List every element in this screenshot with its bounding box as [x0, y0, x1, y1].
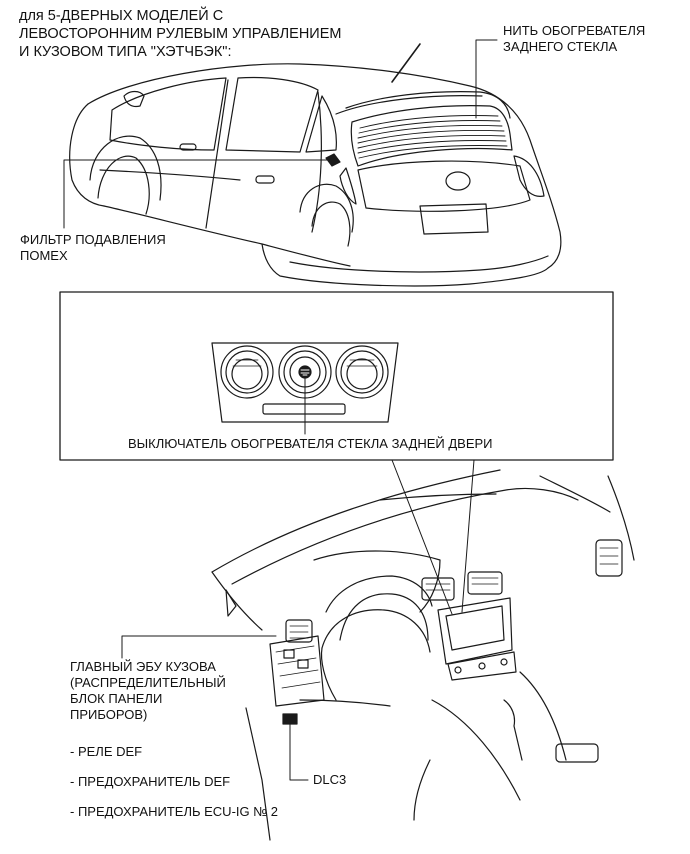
label-main-ecu-3: БЛОК ПАНЕЛИ [70, 691, 163, 706]
label-noise-filter-2: ПОМЕХ [20, 248, 68, 263]
component-list: - РЕЛЕ DEF - ПРЕДОХРАНИТЕЛЬ DEF - ПРЕДОХ… [70, 744, 278, 834]
label-heater-wire-1: НИТЬ ОБОГРЕВАТЕЛЯ [503, 23, 646, 38]
climate-control-panel [211, 342, 399, 423]
dashboard-drawing [211, 469, 635, 841]
leader-heater-wire [475, 39, 498, 119]
rear-defogger-switch-icon [298, 365, 312, 379]
leader-noise-filter [63, 159, 331, 229]
heading-line-2: ЛЕВОСТОРОННИМ РУЛЕВЫМ УПРАВЛЕНИЕМ [19, 26, 342, 42]
leader-main-ecu [121, 635, 277, 659]
rear-window [350, 105, 513, 167]
inset-callout-lines [391, 459, 475, 615]
dlc3-connector [282, 713, 298, 725]
component-item-ecu-ig-fuse: - ПРЕДОХРАНИТЕЛЬ ECU-IG № 2 [70, 804, 279, 819]
label-main-ecu-2: (РАСПРЕДЕЛИТЕЛЬНЫЙ [70, 675, 226, 690]
label-dlc3: DLC3 [313, 772, 347, 787]
label-noise-filter-1: ФИЛЬТР ПОДАВЛЕНИЯ [20, 232, 166, 247]
heading-line-1: для 5-ДВЕРНЫХ МОДЕЛЕЙ С [19, 8, 224, 24]
antenna [391, 43, 421, 83]
component-item-def-relay: - РЕЛЕ DEF [70, 744, 143, 759]
label-main-ecu-4: ПРИБОРОВ) [70, 707, 148, 722]
leader-dlc3 [289, 723, 309, 781]
heading-line-3: И КУЗОВОМ ТИПА "ХЭТЧБЭК": [19, 44, 232, 60]
label-defogger-switch: ВЫКЛЮЧАТЕЛЬ ОБОГРЕВАТЕЛЯ СТЕКЛА ЗАДНЕЙ Д… [128, 436, 493, 451]
hatchback-car-drawing [69, 43, 562, 287]
label-main-ecu-1: ГЛАВНЫЙ ЭБУ КУЗОВА [70, 659, 216, 674]
component-item-def-fuse: - ПРЕДОХРАНИТЕЛЬ DEF [70, 774, 231, 789]
main-body-ecu-block [269, 635, 325, 707]
noise-filter-icon [325, 153, 341, 167]
label-heater-wire-2: ЗАДНЕГО СТЕКЛА [503, 39, 618, 54]
rear-window-heater-lines [357, 115, 508, 159]
